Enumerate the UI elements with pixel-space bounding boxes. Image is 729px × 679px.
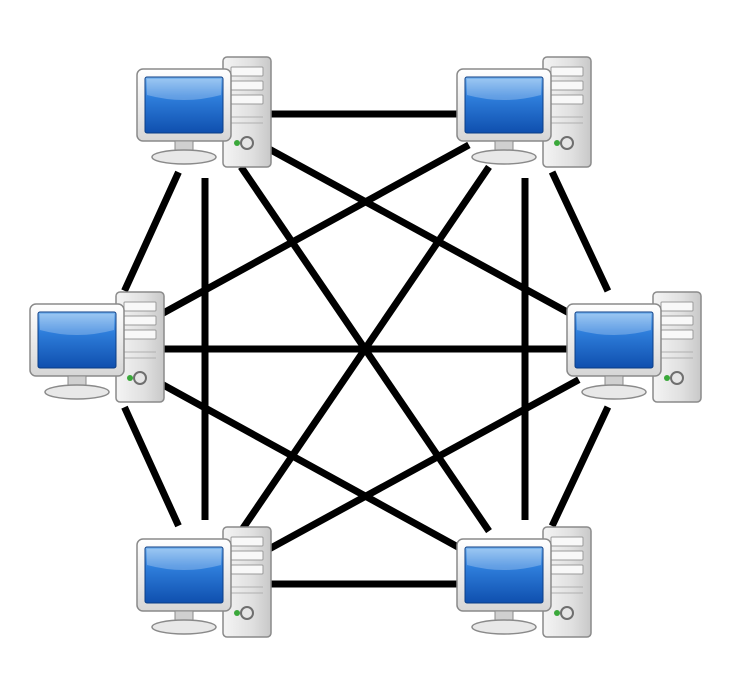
desktop-computer-icon — [136, 56, 272, 168]
link-pc-middle-right-pc-bottom-right — [548, 405, 612, 528]
links-layer — [121, 110, 612, 588]
link-pc-middle-left-pc-bottom-right — [152, 376, 471, 557]
link-pc-top-right-pc-middle-left — [152, 141, 471, 322]
link-pc-top-left-pc-middle-left — [121, 170, 182, 293]
link-pc-middle-left-pc-bottom-left — [121, 405, 182, 528]
pc-middle-left[interactable] — [29, 291, 165, 403]
pc-bottom-left[interactable] — [136, 526, 272, 638]
link-pc-middle-right-pc-bottom-left — [259, 376, 581, 557]
link-pc-top-right-pc-middle-right — [548, 170, 612, 293]
desktop-computer-icon — [456, 56, 592, 168]
pc-middle-right[interactable] — [566, 291, 702, 403]
desktop-computer-icon — [136, 526, 272, 638]
nodes-layer — [29, 56, 702, 638]
pc-top-left[interactable] — [136, 56, 272, 168]
pc-bottom-right[interactable] — [456, 526, 592, 638]
desktop-computer-icon — [29, 291, 165, 403]
pc-top-right[interactable] — [456, 56, 592, 168]
desktop-computer-icon — [566, 291, 702, 403]
desktop-computer-icon — [456, 526, 592, 638]
